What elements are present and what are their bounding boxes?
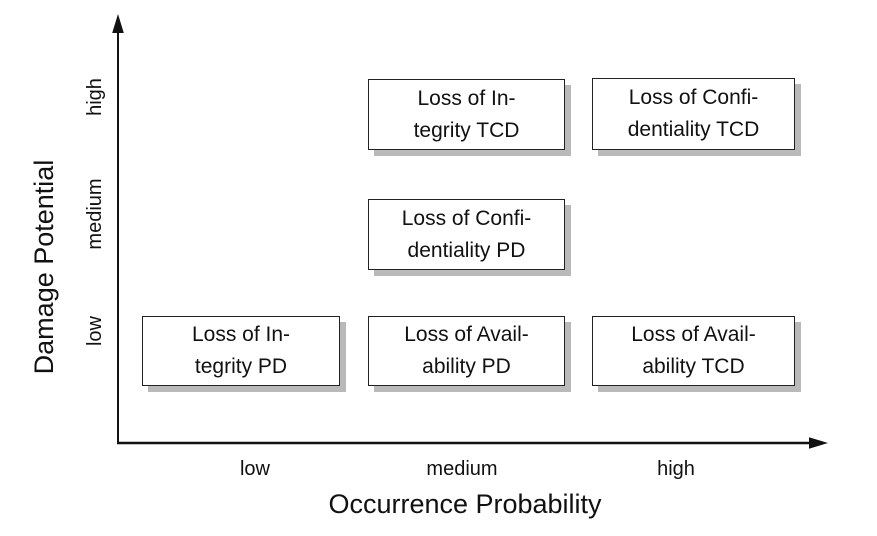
box-loss-of-confidentiality-pd: Loss of Confi- dentiality PD	[368, 199, 565, 270]
x-tick-low: low	[239, 458, 270, 480]
box-loss-of-integrity-tcd: Loss of In- tegrity TCD	[368, 79, 565, 150]
box-loss-of-integrity-pd: Loss of In- tegrity PD	[142, 316, 340, 386]
box-loss-of-confidentiality-tcd: Loss of Confi- dentiality TCD	[592, 78, 795, 150]
y-tick-high: high	[84, 78, 106, 116]
y-axis-arrowhead	[112, 14, 124, 33]
y-tick-medium: medium	[84, 178, 106, 250]
y-axis-title: Damage Potential	[29, 159, 59, 375]
x-axis-title: Occurrence Probability	[328, 489, 602, 519]
x-tick-medium: medium	[426, 458, 498, 480]
box-loss-of-availability-tcd: Loss of Avail- ability TCD	[592, 316, 795, 386]
y-tick-low: low	[84, 316, 106, 347]
x-axis-arrowhead	[809, 437, 828, 449]
x-tick-high: high	[657, 458, 695, 480]
box-loss-of-availability-pd: Loss of Avail- ability PD	[368, 316, 565, 386]
